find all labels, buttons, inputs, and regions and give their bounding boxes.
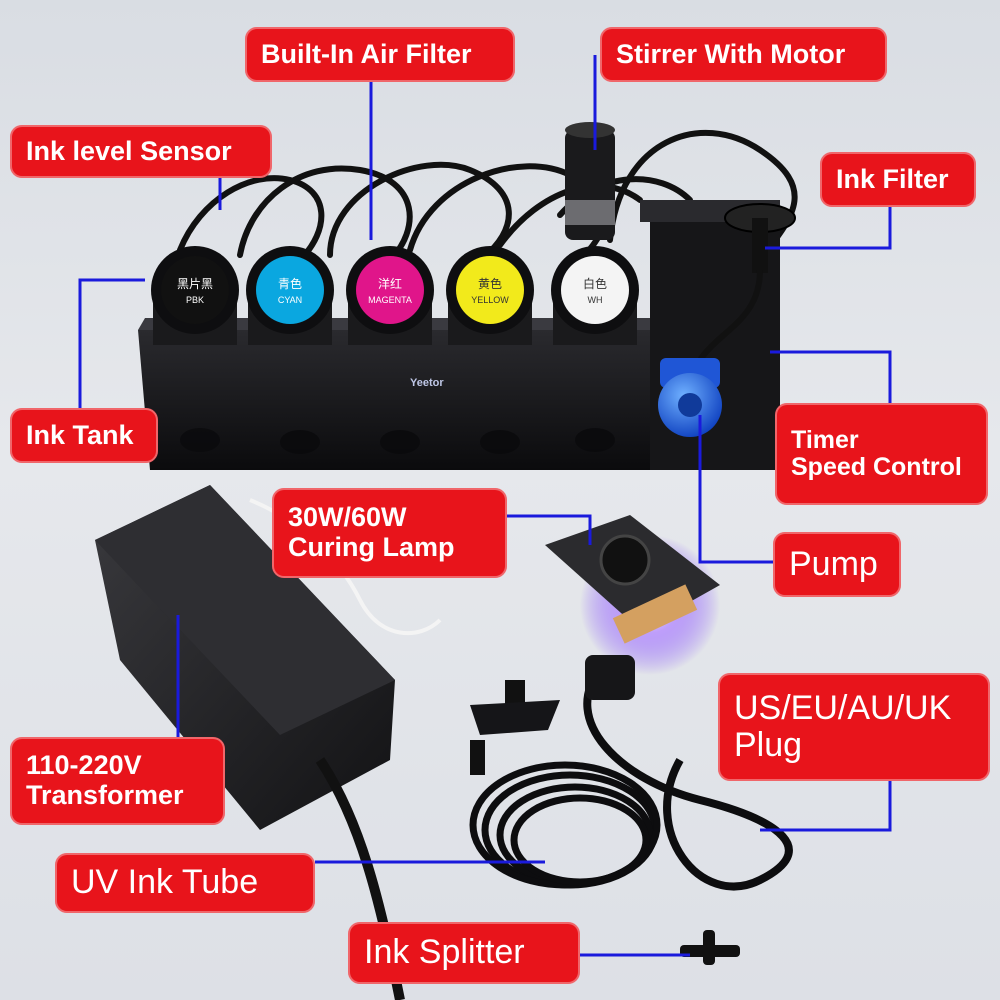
leader-lines [78,55,892,957]
ink-bottle-cap [256,256,324,324]
label-plug: US/EU/AU/UK Plug [718,673,990,781]
label-ink-level-sensor: Ink level Sensor [10,125,272,178]
ink-bottle-cap [356,256,424,324]
ink-bottle-label-en: PBK [186,295,204,305]
damper-fittings [470,680,560,775]
ink-bottle-label-en: MAGENTA [368,295,412,305]
pump-part [658,358,722,437]
ink-bottle-label-cn: 洋红 [378,276,402,291]
ink-bottle: 黄色 YELLOW [446,246,534,345]
label-built-in-air-filter: Built-In Air Filter [245,27,515,82]
plug-part [583,655,793,891]
ink-bottle-label-cn: 青色 [278,277,302,291]
ink-bottle-label-cn: 黄色 [478,277,502,291]
ink-bottle-cap [456,256,524,324]
ink-bottle-label-en: YELLOW [471,295,509,305]
ink-bottle: 青色 CYAN [246,246,334,345]
ink-splitter-part [680,930,740,965]
ink-bottles: 黑片黑 PBK 青色 CYAN 洋红 MAGENTA 黄色 YELLOW 白色 WH [151,246,639,345]
curing-lamp-part [545,515,720,675]
ink-bottle-label-en: CYAN [278,295,302,305]
label-transformer: 110-220V Transformer [10,737,225,825]
ink-bottle: 白色 WH [551,246,639,345]
ink-bottle: 黑片黑 PBK [151,246,239,345]
label-curing-lamp: 30W/60W Curing Lamp [272,488,507,578]
ink-bottle-label-cn: 白色 [583,276,607,291]
label-timer-speed-control: Timer Speed Control [775,403,988,505]
label-pump: Pump [773,532,901,597]
ink-bottle-cap [561,256,629,324]
uv-ink-tube-part [469,761,661,889]
ink-bottle: 洋红 MAGENTA [346,246,434,345]
label-ink-filter: Ink Filter [820,152,976,207]
label-ink-tank: Ink Tank [10,408,158,463]
label-ink-splitter: Ink Splitter [348,922,580,984]
label-uv-ink-tube: UV Ink Tube [55,853,315,913]
ink-bottle-label-en: WH [588,295,603,305]
label-stirrer-with-motor: Stirrer With Motor [600,27,887,82]
brand-logo: Yeetor [410,377,444,389]
ink-bottle-label-cn: 黑片黑 [177,277,213,291]
ink-bottle-cap [161,256,229,324]
ink-filter-part [697,203,796,362]
stirrer-motor [565,122,615,240]
